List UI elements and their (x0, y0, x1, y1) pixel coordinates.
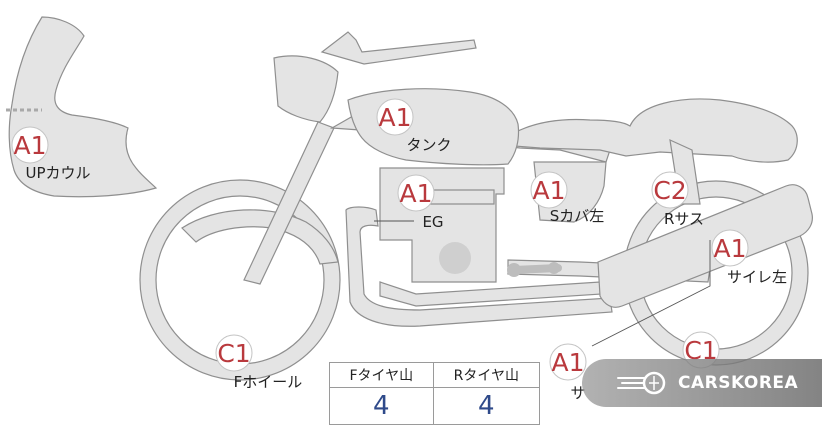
rear-tire-header: Rタイヤ山 (432, 362, 541, 388)
grade-badge: A1 (532, 176, 565, 205)
carskorea-logo-icon (617, 371, 666, 395)
footpeg-end-right (548, 262, 560, 274)
part-label: Fホイール (234, 373, 303, 391)
footpeg-end-left (507, 263, 521, 277)
front-tire-header: Fタイヤ山 (329, 362, 434, 388)
headlight-shape (273, 55, 339, 123)
part-marker-rear-suspension: C2 Rサス (651, 171, 704, 228)
part-label: Sカバ左 (550, 207, 605, 225)
front-fork-shape (243, 121, 335, 285)
grade-badge: A1 (13, 131, 46, 160)
part-marker-up-cowl: A1 UPカウル (11, 126, 91, 182)
part-marker-tank: A1 タンク (376, 98, 452, 154)
grade-badge: A1 (399, 179, 432, 208)
part-label: Rサス (664, 210, 704, 228)
part-label: サイレ左 (727, 268, 787, 286)
part-marker-lower: A1 サ (549, 343, 587, 402)
part-marker-silencer-left: A1 サイレ左 (711, 229, 787, 286)
handlebar-shape (320, 31, 477, 65)
part-label: UPカウル (25, 164, 90, 182)
part-label: タンク (406, 136, 451, 154)
part-marker-front-wheel: C1 Fホイール (215, 334, 303, 391)
grade-badge: C2 (653, 176, 686, 205)
silencer-leader-line (591, 240, 711, 347)
carskorea-watermark: CARSKOREA (582, 359, 822, 407)
part-label: サ (570, 384, 585, 402)
front-fender-shape (181, 209, 339, 265)
tire-tread-table: Fタイヤ山 Rタイヤ山 4 4 (329, 362, 541, 425)
front-tire-value: 4 (329, 387, 434, 425)
exhaust-pipe-shape (345, 206, 613, 327)
rear-tire-value: 4 (432, 387, 541, 425)
part-marker-side-cover-left: A1 Sカバ左 (530, 171, 605, 225)
seat-shape (511, 98, 798, 163)
grade-badge: A1 (551, 348, 584, 377)
watermark-text: CARSKOREA (678, 373, 799, 393)
part-label: EG (422, 213, 443, 231)
grade-badge: A1 (378, 103, 411, 132)
part-marker-engine: A1 EG (397, 174, 444, 231)
grade-badge: C1 (217, 339, 250, 368)
silencer-shape (597, 184, 813, 308)
grade-badge: A1 (713, 234, 746, 263)
engine-plug-circle (439, 242, 471, 274)
